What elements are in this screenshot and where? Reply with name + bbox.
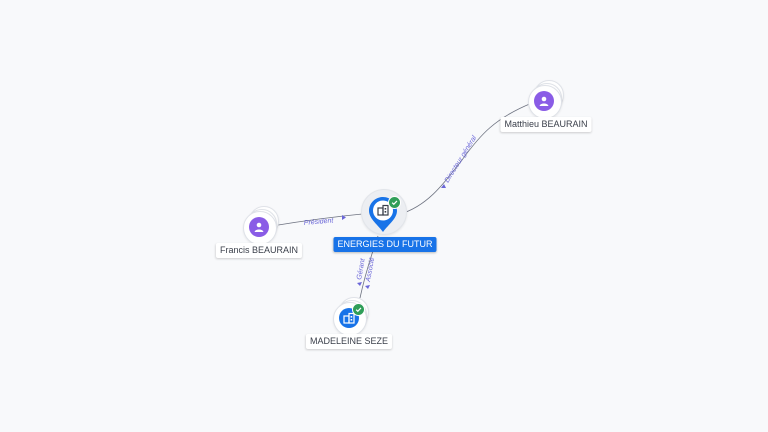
edge-gerant-arrow-1 (357, 282, 362, 286)
edge-president-label: Président (304, 217, 335, 227)
edge-gerant-arrow-2 (365, 285, 370, 289)
edge-directeur-arrow (441, 184, 446, 188)
edge-gerant-label-1: Gérant (356, 257, 367, 280)
building-icon (377, 204, 389, 216)
check-icon (388, 196, 401, 209)
person-icon (249, 217, 269, 237)
person-icon (534, 91, 554, 111)
node-francis-label[interactable]: Francis BEAURAIN (215, 243, 303, 258)
node-madeleine-label[interactable]: MADELEINE SEZE (305, 334, 393, 349)
node-company-label[interactable]: ENERGIES DU FUTUR (333, 237, 437, 252)
edge-president-arrow (342, 215, 346, 220)
edge-associe-label: Associé (365, 257, 376, 283)
check-icon (352, 303, 365, 316)
edge-directeur-label: Directeur général (444, 134, 479, 184)
node-matthieu-label[interactable]: Matthieu BEAURAIN (500, 117, 592, 132)
